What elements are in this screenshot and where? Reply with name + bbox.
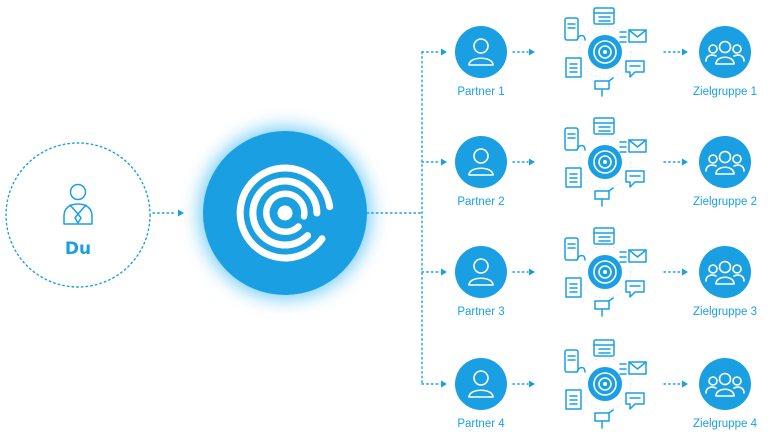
person-icon (468, 258, 494, 286)
partner-label: Partner 3 (457, 306, 504, 318)
browser-window-icon (593, 339, 615, 357)
email-icon (619, 29, 647, 43)
mobile-phone-icon (564, 17, 586, 41)
person-icon (468, 38, 494, 66)
signpost-icon (594, 77, 614, 97)
mobile-phone-icon (564, 127, 586, 151)
hub-node (199, 127, 371, 299)
group-label: Zielgruppe 1 (693, 86, 757, 98)
arrowhead (529, 268, 535, 276)
arrowhead (682, 48, 688, 56)
chat-icon (625, 392, 645, 410)
group-label: Zielgruppe 4 (693, 418, 758, 430)
people-group-icon (705, 40, 745, 65)
businessman-icon (63, 183, 93, 225)
arrowhead (441, 158, 447, 166)
partner-row: Partner 2 Zielgruppe 2 (421, 117, 757, 208)
arrowhead (178, 209, 184, 217)
browser-window-icon (593, 227, 615, 245)
document-icon (565, 389, 582, 410)
arrowhead (441, 380, 447, 388)
partner-label: Partner 2 (457, 196, 504, 208)
signpost-icon (594, 409, 614, 429)
arrowhead (682, 380, 688, 388)
partner-row: Partner 4 Zielgruppe 4 (421, 339, 758, 430)
chat-icon (625, 280, 645, 298)
channels-orbit (578, 245, 632, 299)
partner-row: Partner 3 Zielgruppe 3 (421, 227, 757, 318)
you-node: Du (5, 142, 151, 288)
chat-icon (625, 60, 645, 78)
email-icon (619, 249, 647, 263)
email-icon (619, 361, 647, 375)
concentric-logo-icon (236, 164, 334, 262)
arrowhead (441, 268, 447, 276)
partner-rows: Partner 1 Zielgruppe 1 Partner 2 Zielgruppe… (421, 7, 758, 430)
mobile-phone-icon (564, 349, 586, 373)
signpost-icon (594, 187, 614, 207)
arrowhead (682, 268, 688, 276)
arrowhead (529, 380, 535, 388)
person-icon (468, 148, 494, 176)
document-icon (565, 57, 582, 78)
people-group-icon (705, 260, 745, 285)
partner-circle (455, 246, 507, 298)
mobile-phone-icon (564, 237, 586, 261)
channels-orbit (578, 25, 632, 79)
partner-label: Partner 1 (457, 86, 504, 98)
channels-orbit (578, 135, 632, 189)
arrowhead (529, 158, 535, 166)
partner-circle (455, 358, 507, 410)
chat-icon (625, 170, 645, 188)
group-label: Zielgruppe 2 (693, 196, 757, 208)
people-group-icon (705, 150, 745, 175)
you-label: Du (65, 239, 91, 259)
partner-label: Partner 4 (457, 418, 505, 430)
partner-circle (455, 136, 507, 188)
arrowhead (682, 158, 688, 166)
channels-orbit (578, 357, 632, 411)
document-icon (565, 277, 582, 298)
partner-circle (455, 26, 507, 78)
browser-window-icon (593, 117, 615, 135)
email-icon (619, 139, 647, 153)
marketing-channels-icon (564, 7, 647, 97)
you-dotted-circle (5, 142, 151, 288)
marketing-channels-icon (564, 227, 647, 317)
document-icon (565, 167, 582, 188)
marketing-channels-icon (564, 339, 647, 429)
signpost-icon (594, 297, 614, 317)
browser-window-icon (593, 7, 615, 25)
group-label: Zielgruppe 3 (693, 306, 757, 318)
marketing-channels-icon (564, 117, 647, 207)
partner-row: Partner 1 Zielgruppe 1 (421, 7, 757, 98)
arrowhead (529, 48, 535, 56)
person-icon (468, 370, 494, 398)
people-group-icon (705, 372, 745, 397)
arrowhead (441, 48, 447, 56)
